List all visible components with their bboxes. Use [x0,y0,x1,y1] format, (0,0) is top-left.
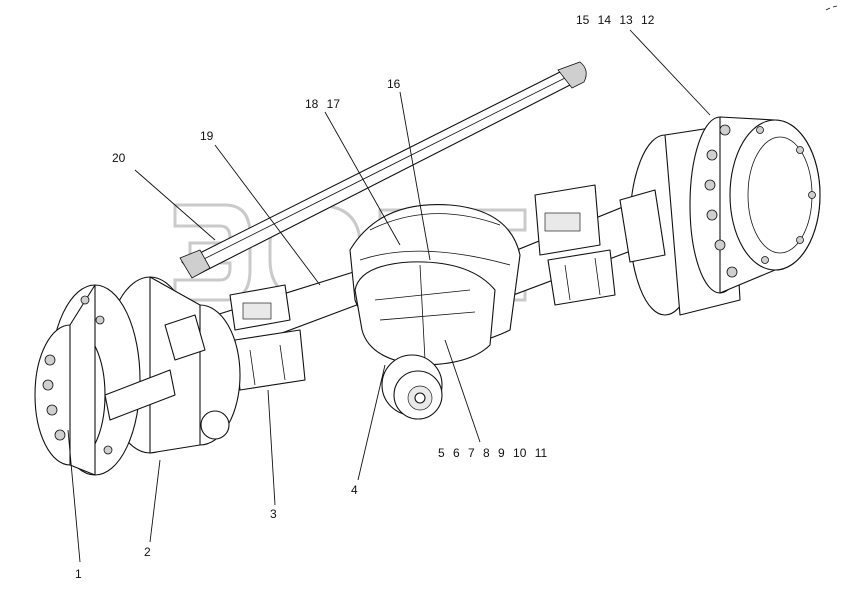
corner-mark [825,5,838,11]
leader-3 [267,389,276,506]
callout-19: 19 [200,129,214,143]
leader-19 [214,144,321,286]
callout-12: 15 14 13 12 [576,13,655,27]
leader-4 [357,364,386,481]
spring-seat-left [229,284,306,391]
leader-5 [444,339,481,443]
callout-20: 20 [112,151,126,165]
leader-1 [67,429,81,563]
leader-16 [399,91,431,261]
right-hub-assembly [619,116,821,316]
leader-20 [134,169,216,241]
left-hub-assembly [34,276,241,476]
leader-2 [149,459,161,543]
leader-lines [67,29,711,563]
callout-17: 18 17 [305,97,340,111]
callout-3: 3 [270,507,277,521]
differential-carrier [354,261,496,420]
callout-2: 2 [144,545,151,559]
callout-1: 1 [75,567,82,581]
leader-12 [629,29,711,116]
leader-17 [324,111,401,246]
callout-5: 5 6 7 8 9 10 11 [438,446,548,460]
half-shaft [179,61,587,279]
callout-labels: 1 2 3 4 5 6 7 8 9 10 11 15 14 13 12 16 1… [75,13,655,581]
spring-seat-right [534,184,616,306]
callout-4: 4 [351,483,358,497]
callout-16: 16 [387,77,401,91]
